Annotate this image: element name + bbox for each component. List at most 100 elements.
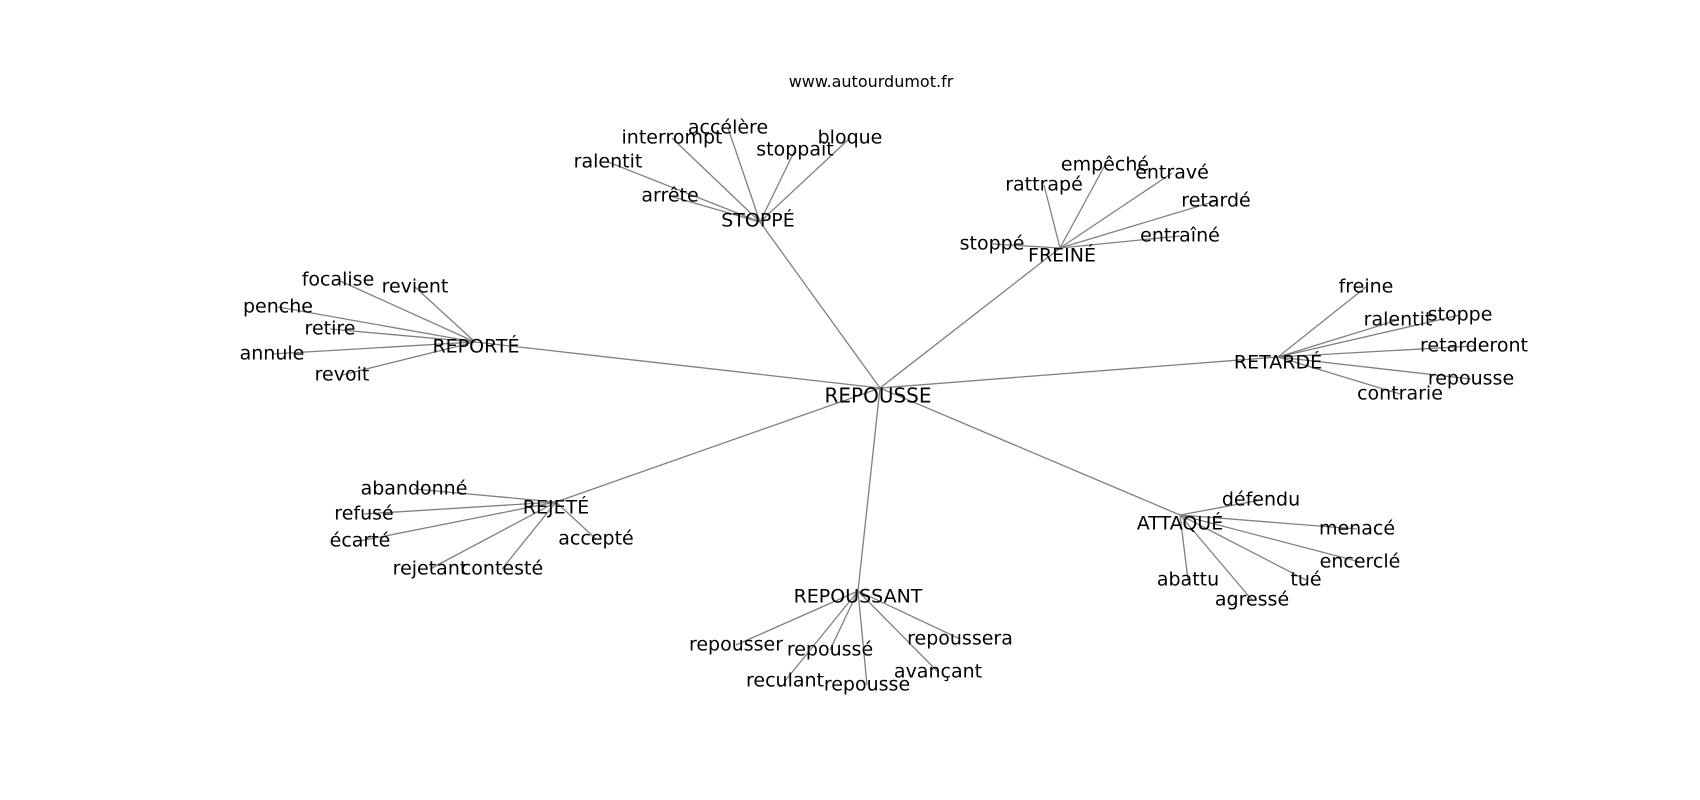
edge-freine-leaf (1059, 200, 1217, 249)
leaf-node-stoppe[interactable]: interrompt (622, 127, 723, 149)
edge-reporte-leaf (329, 328, 476, 343)
leaf-node-reporte[interactable]: revient (382, 276, 449, 298)
edge-center-rejete (555, 387, 881, 503)
leaf-node-attaque[interactable]: défendu (1222, 489, 1300, 511)
leaf-node-stoppe[interactable]: accélère (688, 117, 768, 139)
cluster-node-rejete[interactable]: REJETÉ (523, 496, 589, 519)
cluster-node-reporte[interactable]: REPORTÉ (432, 335, 519, 358)
edge-freine-leaf (1059, 235, 1181, 249)
edge-rejete-leaf (429, 501, 557, 570)
edge-center-retarde (879, 356, 1279, 389)
edge-attaque-leaf (1179, 514, 1189, 581)
edge-freine-leaf (1059, 164, 1106, 249)
leaf-node-rejete[interactable]: abandonné (361, 478, 468, 500)
leaf-node-repoussant[interactable]: repousser (689, 634, 783, 656)
center-node-label[interactable]: REPOUSSE (824, 384, 931, 408)
edge-stoppe-leaf (759, 137, 851, 223)
leaf-node-rejete[interactable]: écarté (330, 530, 391, 552)
leaf-node-attaque[interactable]: encerclé (1320, 551, 1401, 573)
edge-attaque-leaf (1179, 514, 1307, 581)
leaf-node-reporte[interactable]: focalise (302, 269, 375, 291)
edge-center-freine (879, 247, 1061, 389)
edge-reporte-leaf (277, 306, 476, 343)
leaf-node-repoussant[interactable]: repoussera (907, 628, 1013, 650)
leaf-node-attaque[interactable]: agressé (1215, 589, 1289, 611)
edge-attaque-leaf (1179, 514, 1358, 530)
edge-reporte-leaf (337, 279, 476, 343)
edge-reporte-leaf (414, 286, 476, 343)
edge-stoppe-leaf (669, 195, 761, 223)
leaf-node-stoppe[interactable]: ralentit (574, 151, 643, 173)
leaf-node-reporte[interactable]: penche (243, 296, 313, 318)
leaf-node-stoppe[interactable]: stoppait (756, 139, 833, 161)
leaf-node-repoussant[interactable]: avançant (894, 661, 982, 683)
cluster-node-stoppe[interactable]: STOPPÉ (721, 209, 795, 232)
cluster-node-attaque[interactable]: ATTAQUÉ (1137, 512, 1223, 535)
edge-retarde-leaf (1277, 286, 1367, 358)
edge-attaque-leaf (1179, 499, 1262, 516)
edge-repoussant-leaf (857, 590, 939, 673)
leaf-node-retarde[interactable]: freine (1339, 276, 1394, 298)
edge-center-stoppe (759, 221, 881, 389)
edge-retarde-leaf (1277, 314, 1461, 358)
leaf-node-rejete[interactable]: accepté (558, 528, 633, 550)
edge-freine-leaf (1043, 184, 1061, 249)
leaf-node-rejete[interactable]: refusé (334, 503, 393, 525)
edge-attaque-leaf (1179, 514, 1361, 563)
site-watermark: www.autourdumot.fr (788, 72, 954, 91)
leaf-node-retarde[interactable]: ralentit (1364, 309, 1433, 331)
leaf-node-freine[interactable]: stoppé (960, 233, 1025, 255)
edge-repoussant-leaf (857, 590, 868, 686)
cluster-node-freine[interactable]: FREINÉ (1028, 244, 1096, 267)
edge-rejete-leaf (555, 501, 597, 540)
edge-stoppe-leaf (607, 161, 761, 223)
edges (271, 127, 1475, 686)
edge-retarde-leaf (1277, 345, 1475, 358)
cluster-node-repoussant[interactable]: REPOUSSANT (794, 586, 923, 608)
leaf-node-repoussant[interactable]: repoussé (787, 639, 873, 661)
edge-repoussant-leaf (857, 590, 961, 640)
edge-center-reporte (474, 341, 881, 389)
labels: REPOUSSESTOPPÉarrêteralentitinterromptac… (240, 117, 1528, 696)
leaf-node-freine[interactable]: entravé (1135, 162, 1209, 184)
leaf-node-freine[interactable]: rattrapé (1005, 174, 1083, 196)
edge-repoussant-leaf (829, 590, 859, 651)
leaf-node-attaque[interactable]: abattu (1157, 569, 1219, 591)
edge-retarde-leaf (1277, 319, 1399, 358)
edge-center-attaque (879, 387, 1181, 516)
edge-reporte-leaf (341, 341, 476, 376)
edge-rejete-leaf (363, 501, 557, 515)
leaf-node-freine[interactable]: empêché (1061, 154, 1149, 176)
leaf-node-retarde[interactable]: retarderont (1420, 335, 1528, 357)
leaf-node-reporte[interactable]: revoit (315, 364, 370, 386)
leaf-node-freine[interactable]: entraîné (1140, 225, 1220, 247)
edge-stoppe-leaf (727, 127, 761, 223)
edge-rejete-leaf (501, 501, 557, 570)
leaf-node-repoussant[interactable]: repousse (824, 674, 910, 696)
leaf-node-reporte[interactable]: retire (305, 318, 356, 340)
leaf-node-stoppe[interactable]: arrête (641, 185, 698, 207)
edge-reporte-leaf (271, 341, 476, 355)
leaf-node-attaque[interactable]: menacé (1319, 518, 1395, 540)
edge-retarde-leaf (1277, 356, 1401, 395)
edge-freine-leaf (1059, 172, 1173, 249)
leaf-node-reporte[interactable]: annule (240, 343, 305, 365)
cluster-node-retarde[interactable]: RETARDÉ (1234, 351, 1322, 374)
leaf-node-retarde[interactable]: repousse (1428, 368, 1514, 390)
edge-attaque-leaf (1179, 514, 1253, 601)
leaf-node-rejete[interactable]: rejetant (393, 558, 468, 580)
leaf-node-retarde[interactable]: stoppe (1428, 304, 1493, 326)
leaf-node-retarde[interactable]: contrarie (1357, 383, 1443, 405)
edge-repoussant-leaf (735, 590, 859, 646)
leaf-node-stoppe[interactable]: bloque (818, 127, 883, 149)
edge-rejete-leaf (413, 488, 557, 503)
leaf-node-freine[interactable]: retardé (1181, 190, 1250, 212)
leaf-node-repoussant[interactable]: reculant (746, 670, 824, 692)
leaf-node-attaque[interactable]: tué (1290, 569, 1321, 591)
edge-repoussant-leaf (784, 590, 859, 682)
leaf-node-rejete[interactable]: contesté (461, 558, 543, 580)
edge-center-repoussant (857, 387, 881, 592)
edge-stoppe-leaf (671, 137, 761, 223)
edge-freine-leaf (991, 243, 1061, 249)
